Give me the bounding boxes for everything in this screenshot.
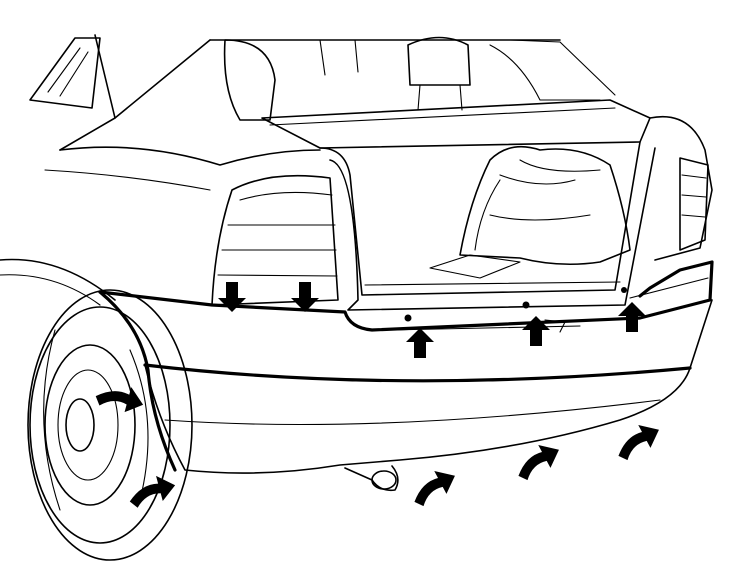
bumper-underside-fastener-arrow <box>618 424 659 461</box>
bumper-underside-fastener-arrow <box>414 470 455 507</box>
bumper-mid-line <box>143 363 692 383</box>
car-body <box>0 34 561 306</box>
bumper-top-fastener-arrow <box>618 302 646 332</box>
right-tail-light <box>649 116 713 261</box>
wheel-rim <box>44 344 136 506</box>
tailgate-seal <box>319 141 641 296</box>
fastener-points <box>404 287 627 333</box>
rear-bumper <box>98 260 714 492</box>
parcel-shelf <box>261 99 651 149</box>
bumper-lower-edge <box>144 299 713 474</box>
rear-seat-headrest <box>407 36 471 86</box>
fastener-dot <box>404 314 412 322</box>
left-tail-light <box>211 174 339 306</box>
wheel-arch <box>98 290 177 472</box>
wheel-arch-fastener-arrow <box>129 475 176 508</box>
wheel-hub <box>65 398 95 452</box>
tail-light-fastener-arrow <box>291 282 319 312</box>
curved-arrows <box>95 387 659 508</box>
straight-arrows <box>218 282 646 358</box>
rear-wheel <box>27 289 193 561</box>
bumper-underside-fastener-arrow <box>518 444 559 481</box>
wheel-arch-fastener-arrow <box>95 387 144 413</box>
boot-luggage <box>459 145 631 266</box>
quarter-panel <box>59 146 321 166</box>
boot-opening <box>261 99 656 311</box>
fastener-dot <box>621 287 627 293</box>
fastener-dot <box>522 301 530 309</box>
tyre <box>27 289 193 561</box>
rear-side-window <box>29 37 101 109</box>
bumper-top-fastener-arrow <box>406 328 434 358</box>
tail-light-fastener-arrow <box>218 282 246 312</box>
bumper-top-edge <box>98 260 714 332</box>
interior-seats <box>223 36 616 121</box>
exhaust-tip <box>344 465 399 492</box>
bumper-top-fastener-arrow <box>522 316 550 346</box>
